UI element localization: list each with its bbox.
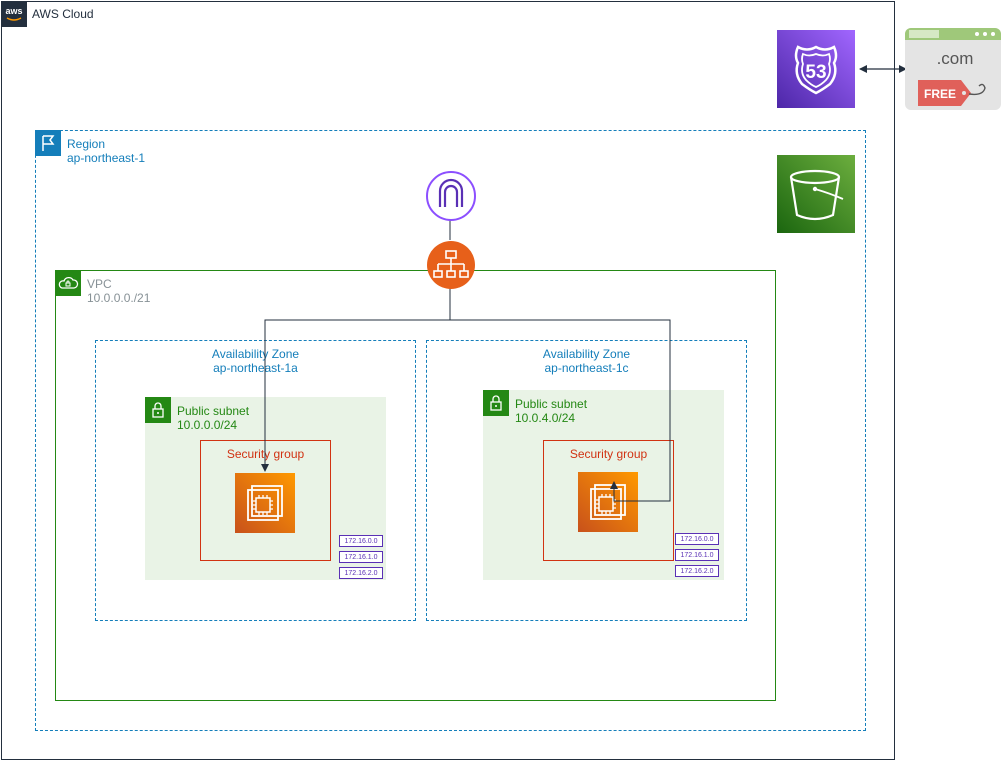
internet-gateway-icon[interactable] bbox=[425, 170, 477, 222]
az-left-title: Availability Zone bbox=[211, 347, 300, 361]
route-table-left-entry: 172.16.0.0 bbox=[339, 535, 383, 547]
subnet-right-cidr: 10.0.4.0/24 bbox=[515, 411, 576, 425]
svg-text:53: 53 bbox=[805, 62, 826, 83]
domain-registration-icon: .com FREE bbox=[903, 26, 1003, 112]
route-table-left-entry: 172.16.2.0 bbox=[339, 567, 383, 579]
az-right-title: Availability Zone bbox=[542, 347, 631, 361]
svg-text:.com: .com bbox=[937, 49, 974, 68]
vpc-group bbox=[55, 270, 776, 701]
aws-cloud-title: AWS Cloud bbox=[32, 7, 94, 21]
s3-bucket-icon[interactable] bbox=[777, 155, 855, 233]
svg-text:aws: aws bbox=[5, 6, 22, 16]
sg-left-label: Security group bbox=[226, 447, 305, 461]
vpc-title: VPC bbox=[87, 277, 112, 291]
route-table-right-entry: 172.16.1.0 bbox=[675, 549, 719, 561]
subnet-left-title: Public subnet bbox=[177, 404, 250, 418]
subnet-right-lock-icon bbox=[483, 390, 509, 416]
aws-cloud-group bbox=[1, 1, 895, 760]
az-right-name: ap-northeast-1c bbox=[544, 361, 629, 375]
region-name: ap-northeast-1 bbox=[67, 151, 146, 165]
ec2-instance-left-icon[interactable] bbox=[235, 473, 295, 533]
subnet-left-cidr: 10.0.0.0/24 bbox=[177, 418, 238, 432]
subnet-left-lock-icon bbox=[145, 397, 171, 423]
availability-zone-left bbox=[95, 340, 416, 621]
subnet-right-title: Public subnet bbox=[515, 397, 588, 411]
route-table-right-entry: 172.16.2.0 bbox=[675, 565, 719, 577]
sg-right-label: Security group bbox=[569, 447, 648, 461]
svg-text:FREE: FREE bbox=[924, 87, 956, 101]
load-balancer-icon[interactable] bbox=[426, 240, 476, 290]
aws-logo-icon: aws bbox=[1, 1, 27, 27]
route-table-right-entry: 172.16.0.0 bbox=[675, 533, 719, 545]
vpc-cloud-icon bbox=[55, 270, 81, 296]
route-table-left-entry: 172.16.1.0 bbox=[339, 551, 383, 563]
az-left-name: ap-northeast-1a bbox=[213, 361, 298, 375]
region-flag-icon bbox=[35, 130, 61, 156]
ec2-instance-right-icon[interactable] bbox=[578, 472, 638, 532]
vpc-cidr: 10.0.0.0./21 bbox=[87, 291, 151, 305]
region-group bbox=[35, 130, 866, 731]
region-title: Region bbox=[67, 137, 106, 151]
route53-icon[interactable]: 53 bbox=[777, 30, 855, 108]
